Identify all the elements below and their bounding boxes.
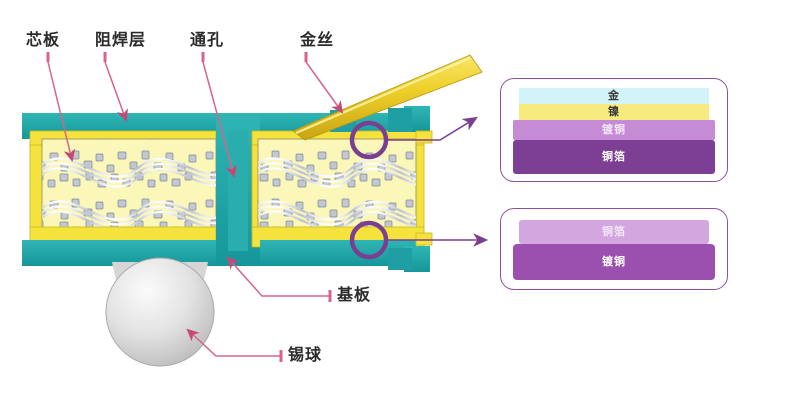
- callout-layer-nickel: 镍: [519, 104, 709, 120]
- callout-layer-copper-foil-label: 铜箔: [602, 151, 626, 163]
- label-substrate: 基板: [337, 287, 372, 304]
- label-core-board: 芯板: [26, 32, 61, 49]
- callout-layer-copper-foil: 铜箔: [513, 140, 715, 174]
- marker-upper-pad: [349, 120, 389, 160]
- label-gold-wire: 金丝: [300, 32, 335, 49]
- callout-layer-plated-copper-2-label: 镀铜: [602, 256, 626, 268]
- callout-layer-gold: 金: [519, 88, 709, 104]
- pcb-board-left: [22, 113, 217, 266]
- bond-pad-lower: [388, 248, 412, 270]
- callout-box-surface-finish: 金 镍 镀铜 铜箔: [500, 78, 728, 182]
- callout-box-copper-stack: 铜箔 镀铜: [500, 208, 728, 290]
- callout-layer-copper-foil-2-label: 铜箔: [602, 226, 626, 238]
- fiberglass-weave-left: [42, 139, 216, 233]
- fiberglass-weave-right: [258, 139, 416, 233]
- callout-layer-plated-copper-2: 镀铜: [513, 244, 715, 280]
- pcb-board-right: [251, 106, 433, 272]
- callout-arrow-upper: [387, 116, 478, 141]
- gold-wire-bond: [292, 54, 483, 141]
- bond-pad-upper: [388, 108, 412, 132]
- solder-ball: [105, 257, 215, 367]
- marker-lower-pad: [349, 220, 389, 260]
- callout-layer-copper-foil-2: 铜箔: [519, 220, 709, 244]
- callout-layer-nickel-label: 镍: [608, 106, 620, 118]
- callout-layer-plated-copper: 镀铜: [513, 120, 715, 140]
- callout-layer-plated-copper-label: 镀铜: [602, 124, 626, 136]
- callout-layer-gold-label: 金: [608, 90, 620, 102]
- leader-lines: [46, 52, 344, 362]
- label-solder-ball: 锡球: [288, 347, 323, 364]
- label-through-hole: 通孔: [190, 32, 225, 49]
- label-solder-mask: 阻焊层: [95, 32, 147, 49]
